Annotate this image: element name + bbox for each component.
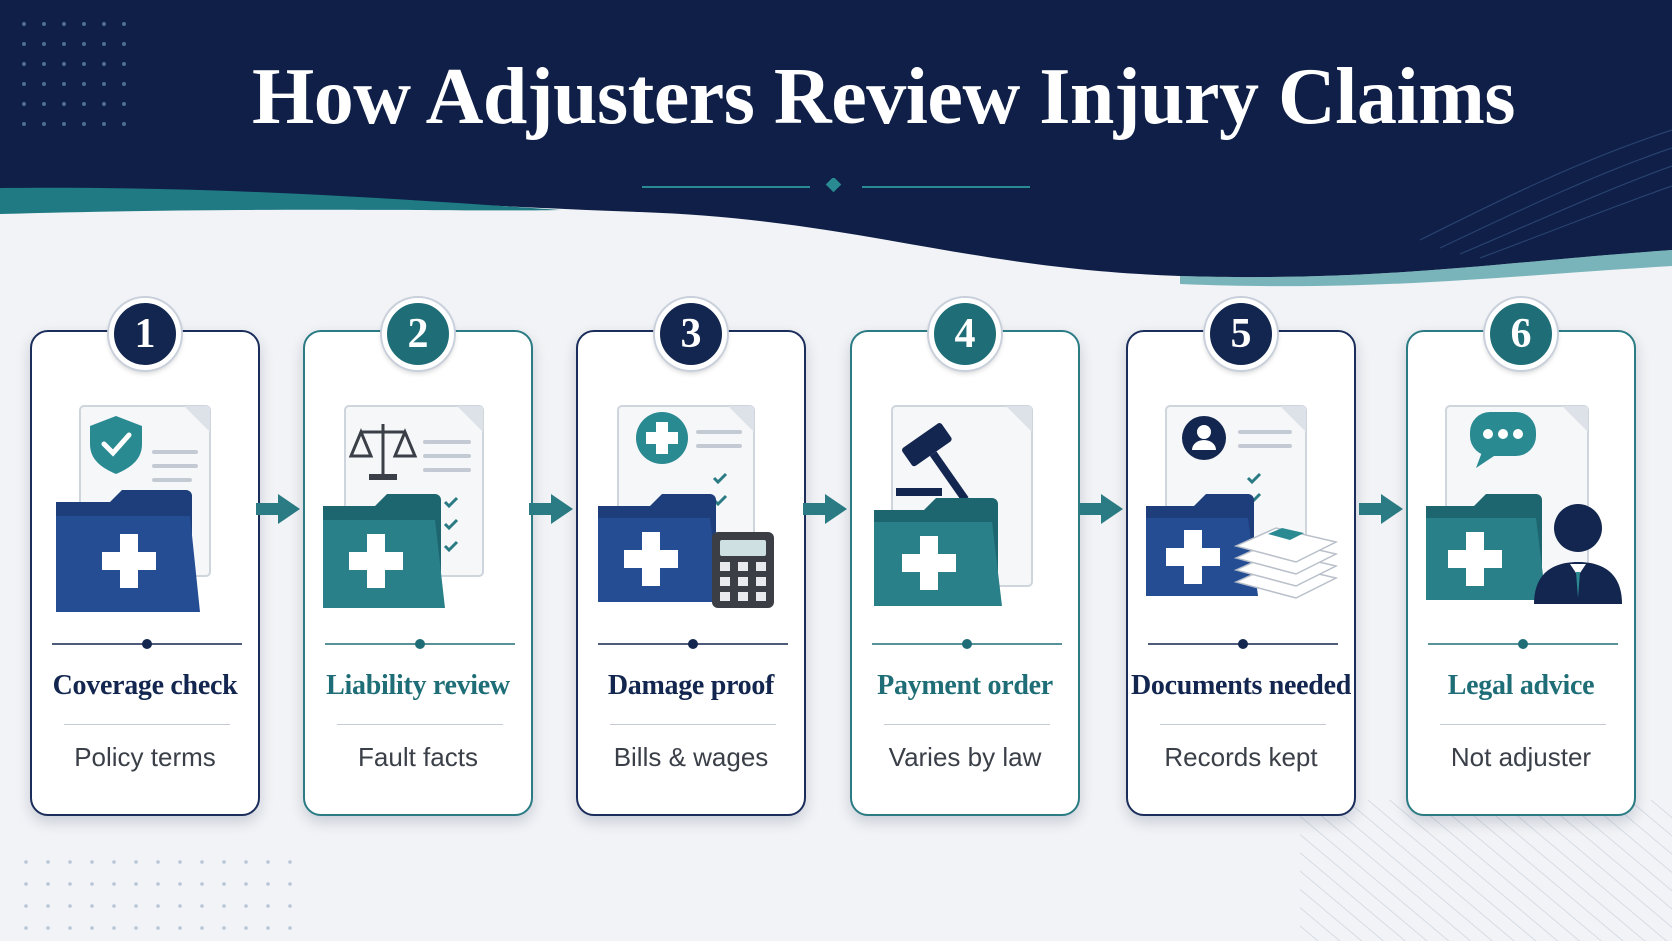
- step-title: Damage proof: [607, 670, 775, 701]
- step-card-5: 5 Documents needed Records kept: [1126, 298, 1356, 816]
- arrow-right-icon: [1079, 494, 1123, 524]
- title-separator: [1160, 724, 1326, 725]
- title-divider-ornament: [642, 178, 1030, 193]
- step-number-badge: 4: [929, 298, 1001, 370]
- step-title: Legal advice: [1447, 670, 1595, 701]
- step-subtitle: Records kept: [1164, 742, 1318, 772]
- step-card-4: 4 Payment order Varies by law: [850, 298, 1080, 816]
- step-number-badge: 5: [1205, 298, 1277, 370]
- step-subtitle: Bills & wages: [613, 742, 769, 772]
- title-separator: [64, 724, 230, 725]
- card-divider: [1148, 639, 1338, 649]
- chat-lawyer-folder-icon: [1426, 405, 1622, 604]
- arrow-right-icon: [529, 494, 573, 524]
- step-number-badge: 3: [655, 298, 727, 370]
- title-separator: [610, 724, 776, 725]
- title-separator: [337, 724, 503, 725]
- step-subtitle: Fault facts: [358, 742, 478, 772]
- card-divider: [598, 639, 788, 649]
- step-card-3: 3 Damage proof Bills & wages: [576, 298, 806, 816]
- step-number-badge: 2: [382, 298, 454, 370]
- card-divider: [872, 639, 1062, 649]
- title-separator: [1440, 724, 1606, 725]
- page-title: How Adjusters Review Injury Claims: [252, 53, 1515, 141]
- step-title: Liability review: [326, 670, 510, 701]
- step-card-2: 2 Liability review Fault facts: [303, 298, 533, 816]
- step-number-badge: 6: [1485, 298, 1557, 370]
- arrow-right-icon: [256, 494, 300, 524]
- gavel-folder-icon: [874, 405, 1033, 606]
- title-separator: [884, 724, 1050, 725]
- step-number-badge: 1: [109, 298, 181, 370]
- step-subtitle: Not adjuster: [1450, 742, 1592, 772]
- step-card-1: 1 Coverage check Policy terms: [30, 298, 260, 816]
- card-divider: [325, 639, 515, 649]
- scales-folder-icon: [323, 405, 484, 608]
- arrow-right-icon: [803, 494, 847, 524]
- medical-calculator-folder-icon: [598, 405, 774, 608]
- step-title: Payment order: [877, 670, 1053, 701]
- step-title: Documents needed: [1131, 670, 1351, 701]
- shield-check-folder-icon: [56, 405, 211, 612]
- person-documents-folder-icon: [1146, 405, 1339, 599]
- arrow-right-icon: [1359, 494, 1403, 524]
- card-divider: [1428, 639, 1618, 649]
- card-divider: [52, 639, 242, 649]
- step-subtitle: Varies by law: [888, 742, 1042, 772]
- step-card-6: 6 Legal advice Not adjuster: [1406, 298, 1636, 816]
- step-title: Coverage check: [52, 670, 238, 701]
- step-subtitle: Policy terms: [74, 742, 216, 772]
